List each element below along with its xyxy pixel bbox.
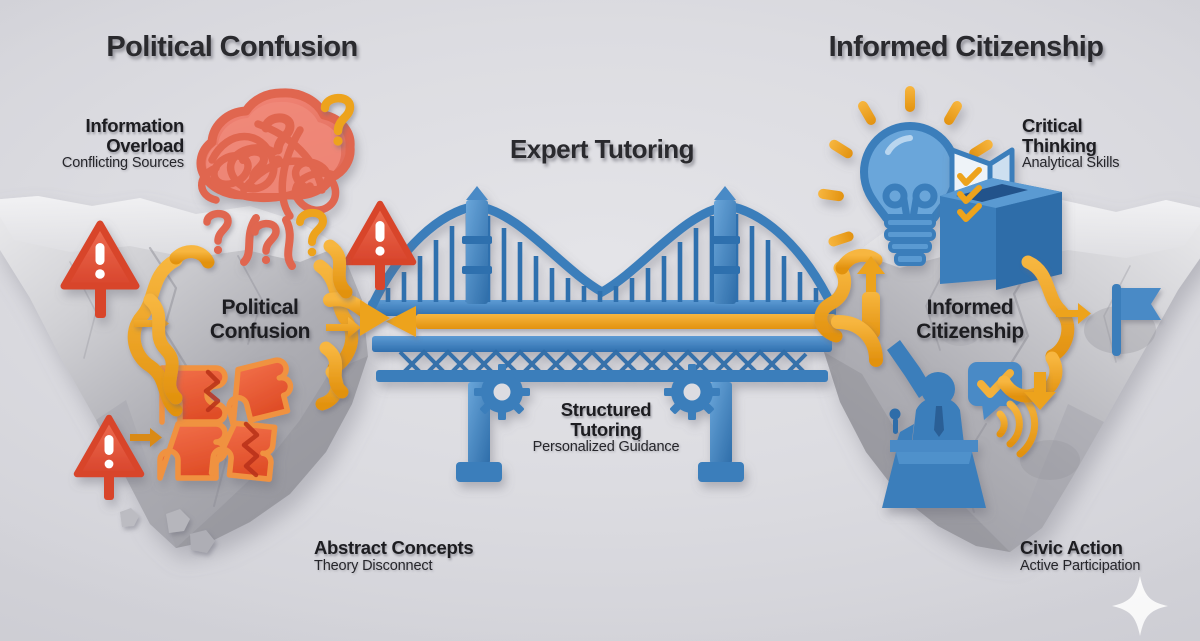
suspension-bridge-icon: [367, 186, 837, 482]
left-cliff-label: Political Confusion: [152, 296, 368, 343]
callout-title-line1: Abstract Concepts: [314, 537, 474, 558]
right-cliff-label-line1: Informed: [926, 296, 1014, 319]
gear-icon: [664, 364, 720, 420]
question-mark-icon: [296, 208, 328, 257]
callout-title-line1: Information: [85, 115, 185, 136]
callout-structured-tutoring: Structured Tutoring Personalized Guidanc…: [492, 400, 720, 456]
speaker-at-podium-icon: [882, 340, 986, 508]
callout-subtitle: Theory Disconnect: [314, 557, 433, 574]
left-rubble: [120, 508, 215, 553]
callout-title-line1: Critical: [1022, 115, 1083, 136]
right-cliff-label: Informed Citizenship: [858, 296, 1082, 343]
left-cliff-label-line2: Confusion: [209, 319, 311, 343]
callout-title-line1: Civic Action: [1020, 537, 1123, 558]
callout-title-line2: Tutoring: [570, 418, 642, 440]
left-pointing-arrow-icon: [386, 306, 836, 337]
callout-title-line1: Structured: [560, 399, 652, 420]
question-mark-icon: [239, 147, 269, 183]
callout-civic-action: Civic Action Active Participation: [1020, 538, 1200, 574]
question-mark-icon: [261, 113, 295, 155]
callout-title-line2: Thinking: [1022, 134, 1097, 156]
bridge-pier-right: [698, 382, 744, 482]
callout-critical-thinking: Critical Thinking Analytical Skills: [1022, 116, 1198, 172]
curved-arrow-icon: [1056, 303, 1091, 324]
question-mark-icon: [203, 209, 232, 255]
callout-subtitle: Personalized Guidance: [532, 439, 680, 456]
callout-abstract-concepts: Abstract Concepts Theory Disconnect: [314, 538, 544, 574]
bridge-tower-right: [710, 186, 740, 304]
callout-information-overload: Information Overload Conflicting Sources: [18, 116, 184, 172]
light-ray-icon: [818, 86, 1006, 247]
curved-arrow-icon: [323, 292, 390, 336]
curved-arrow-icon: [1024, 372, 1056, 410]
question-mark-icon: [251, 219, 280, 265]
callout-subtitle: Analytical Skills: [1022, 155, 1120, 172]
warning-triangle-icon: [343, 200, 417, 290]
curved-arrow-icon: [143, 293, 183, 405]
warning-triangle-icon: [73, 414, 145, 500]
right-section-title: Informed Citizenship: [828, 31, 1104, 63]
right-cliff-label-line2: Citizenship: [916, 319, 1024, 343]
curved-arrow-icon: [831, 315, 883, 367]
callout-subtitle: Conflicting Sources: [61, 155, 184, 172]
left-section-title: Political Confusion: [106, 31, 358, 63]
broken-puzzle-piece-icon: [157, 357, 294, 482]
warning-triangle-icon: [60, 220, 140, 318]
flag-icon: [1112, 284, 1161, 356]
curved-arrow-icon: [319, 239, 353, 399]
left-cliff-label-line1: Political: [221, 296, 299, 319]
question-mark-icon: [320, 93, 355, 146]
gear-icon: [474, 364, 530, 420]
callout-subtitle: Active Participation: [1020, 557, 1141, 574]
tangled-thought-cloud-icon: [196, 88, 355, 270]
lightbulb-icon: [818, 86, 1006, 266]
center-section-title: Expert Tutoring: [509, 134, 695, 164]
bridge-tower-left: [462, 186, 492, 304]
sparkle-icon: [1112, 576, 1168, 636]
callout-title-line2: Overload: [106, 134, 184, 156]
check-mark-icon: [957, 167, 982, 222]
